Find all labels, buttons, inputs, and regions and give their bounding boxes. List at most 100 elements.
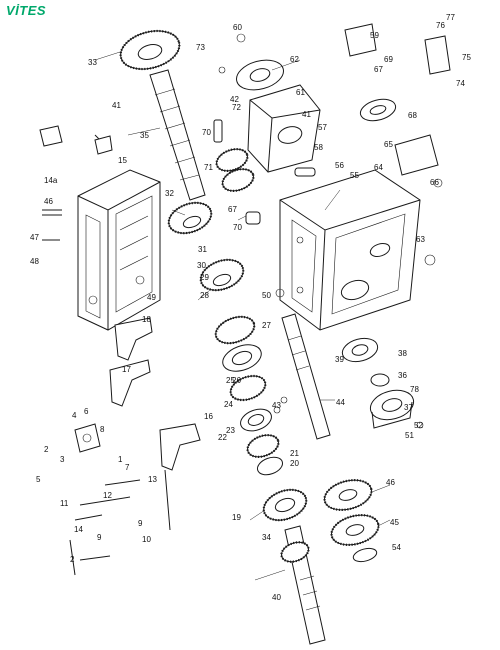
gear-71 <box>215 148 255 192</box>
output-shaft-40 <box>280 525 326 645</box>
part-label: 2 <box>70 555 75 564</box>
part-label: 77 <box>446 13 455 22</box>
part-label: 42 <box>230 95 239 104</box>
part-label: 66 <box>430 178 439 187</box>
seal-36 <box>370 373 390 387</box>
gear-28 <box>199 258 245 292</box>
part-label: 9 <box>97 533 102 542</box>
part-label: 49 <box>147 293 156 302</box>
part-label: 63 <box>416 235 425 244</box>
part-label: 62 <box>290 55 299 64</box>
part-label: 76 <box>436 21 445 30</box>
gearbox-top-cover <box>77 169 161 331</box>
gear-45 <box>330 514 380 546</box>
part-label: 12 <box>103 491 112 500</box>
part-label: 60 <box>233 23 242 32</box>
part-label: 38 <box>398 349 407 358</box>
part-label: 74 <box>456 79 465 88</box>
part-label: 30 <box>197 261 206 270</box>
part-label: 37 <box>404 403 413 412</box>
part-label: 27 <box>262 321 271 330</box>
main-shaft <box>149 69 206 201</box>
gear-33 <box>119 29 181 71</box>
part-label: 25 <box>226 376 235 385</box>
main-housing-55 <box>279 169 421 331</box>
bearing-39 <box>341 337 379 363</box>
part-label: 71 <box>204 163 213 172</box>
part-label: 43 <box>272 401 281 410</box>
part-label: 51 <box>405 431 414 440</box>
selector-4 <box>74 423 101 453</box>
part-label: 54 <box>392 543 401 552</box>
part-label: 36 <box>398 371 407 380</box>
part-label: 17 <box>122 365 131 374</box>
part-label: 32 <box>165 189 174 198</box>
part-label: 65 <box>384 140 393 149</box>
part-label: 23 <box>226 426 235 435</box>
part-label: 47 <box>30 233 39 242</box>
part-label: 18 <box>142 315 151 324</box>
part-label: 8 <box>100 425 105 434</box>
shift-fork-16 <box>159 423 201 471</box>
part-label: 56 <box>335 161 344 170</box>
gear-23 <box>246 434 284 476</box>
part-label: 72 <box>232 103 241 112</box>
part-number-labels: 1 2 2 3 4 5 6 7 8 9 9 10 11 12 13 14 15 … <box>30 13 471 602</box>
part-label: 39 <box>335 355 344 364</box>
part-label: 78 <box>410 385 419 394</box>
part-label: 69 <box>384 55 393 64</box>
part-label: 73 <box>196 43 205 52</box>
part-label: 20 <box>290 459 299 468</box>
part-label: 6 <box>84 407 89 416</box>
bushing-70 <box>213 119 261 225</box>
diagram-title: VİTES <box>6 3 47 18</box>
part-label: 28 <box>200 291 209 300</box>
rear-cover-37 <box>369 389 415 429</box>
part-label: 14 <box>74 525 83 534</box>
part-label: 31 <box>198 245 207 254</box>
part-label: 9 <box>138 519 143 528</box>
part-label: 59 <box>370 31 379 40</box>
shift-fork-18 <box>114 317 153 361</box>
shift-fork-17 <box>109 359 151 407</box>
synchro-stack <box>214 315 272 432</box>
counter-shaft-44 <box>281 313 331 440</box>
part-label: 46 <box>386 478 395 487</box>
part-label: 75 <box>462 53 471 62</box>
part-label: 21 <box>290 449 299 458</box>
part-label: 2 <box>44 445 49 454</box>
part-label: 41 <box>112 101 121 110</box>
hardware <box>39 23 451 576</box>
part-label: 22 <box>218 433 227 442</box>
part-label: 61 <box>296 88 305 97</box>
part-label: 70 <box>202 128 211 137</box>
part-label: 40 <box>272 593 281 602</box>
part-label: 64 <box>374 163 383 172</box>
part-label: 4 <box>72 411 77 420</box>
part-label: 7 <box>125 463 130 472</box>
part-label: 46 <box>44 197 53 206</box>
ring-54 <box>352 547 378 563</box>
gear-46 <box>323 479 373 511</box>
part-label: 3 <box>60 455 65 464</box>
part-label: 1 <box>118 455 123 464</box>
part-label: 26 <box>232 376 241 385</box>
part-label: 52 <box>414 421 423 430</box>
part-label: 24 <box>224 400 233 409</box>
part-label: 67 <box>374 65 383 74</box>
leader-lines <box>94 51 391 581</box>
bearing-cover-62 <box>236 59 284 91</box>
part-label: 19 <box>232 513 241 522</box>
part-label: 14a <box>44 176 58 185</box>
part-label: 34 <box>262 533 271 542</box>
part-label: 41 <box>302 110 311 119</box>
synchro-19 <box>262 488 308 522</box>
part-label: 67 <box>228 205 237 214</box>
part-label: 35 <box>140 131 149 140</box>
part-label: 70 <box>233 223 242 232</box>
part-label: 5 <box>36 475 41 484</box>
part-label: 15 <box>118 156 127 165</box>
part-label: 57 <box>318 123 327 132</box>
part-label: 11 <box>60 499 69 508</box>
